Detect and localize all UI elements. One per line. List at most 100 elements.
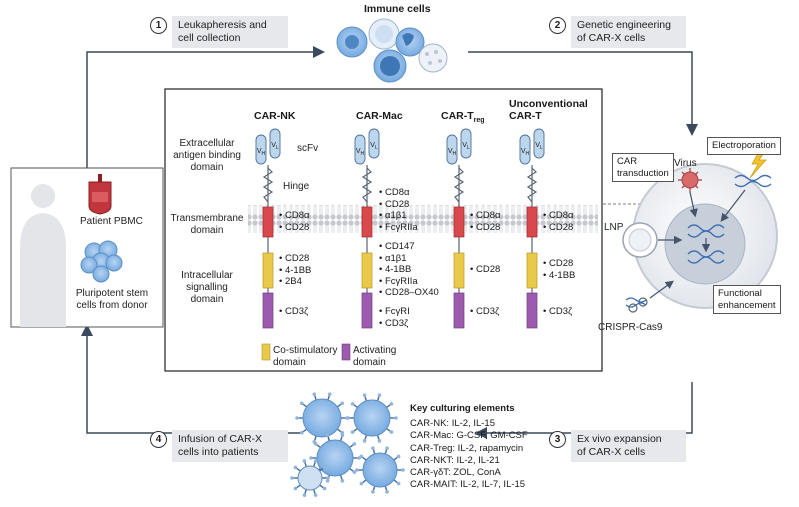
- car-treg-tm-1: CD8α: [470, 210, 501, 222]
- row-intracellular-line-2: signalling: [186, 282, 228, 293]
- unconv-act-1: CD3ζ: [543, 306, 572, 318]
- car-receptor-head: [355, 468, 359, 472]
- car-receptor-head: [299, 401, 304, 406]
- unconv-tm-list: CD8α CD28: [543, 210, 574, 234]
- car-receptor-head: [340, 433, 345, 437]
- step-1-number: 1: [150, 17, 167, 34]
- stem-cells-line-1: Pluripotent stem: [75, 288, 149, 299]
- car-mac-header: CAR-Mac: [356, 110, 403, 122]
- unconv-act-domain: [526, 292, 538, 329]
- car-treg-name: CAR-T: [441, 110, 474, 122]
- car-receptor-head: [326, 476, 330, 480]
- nk-vl-letter: VL: [271, 142, 279, 151]
- unconv-hinge: [526, 167, 538, 203]
- car-treg-tm-2: CD28: [470, 222, 500, 234]
- row-transmembrane-line-1: Transmembrane: [170, 213, 244, 224]
- car-receptor-head: [389, 430, 394, 434]
- culturing-item-1: CAR-NK: IL-2, IL-15: [410, 418, 495, 429]
- unconv-vh-letter: VH: [521, 148, 530, 157]
- nk-tm-domain: [262, 206, 274, 238]
- stem-cells-label: Pluripotent stem cells from donor: [68, 288, 156, 312]
- treg-act-domain: [453, 292, 465, 329]
- car-nk-costim-list: CD28 4-1BB 2B4: [279, 253, 311, 288]
- car-receptor-head: [290, 476, 294, 480]
- car-receptor-head: [371, 490, 375, 494]
- car-receptor-head: [385, 446, 389, 450]
- nk-hinge: [262, 167, 274, 203]
- unconv-tm-2: CD28: [543, 222, 573, 234]
- mac-vl-letter: VL: [370, 142, 378, 151]
- mac-costim-domain: [361, 252, 373, 289]
- row-intracellular-line-1: Intracellular: [181, 270, 233, 281]
- virus-label: Virus: [674, 158, 697, 169]
- step-1-box: Leukapheresis and cell collection: [172, 16, 288, 48]
- car-mac-costim-3: 4-1BB: [379, 264, 439, 276]
- treg-vl-letter: VL: [462, 142, 470, 151]
- immune-cells-illustration: [336, 18, 448, 83]
- stem-cells-line-2: cells from donor: [76, 300, 148, 311]
- car-receptor-head: [313, 493, 318, 497]
- car-receptor-head: [350, 430, 355, 434]
- treg-vh-letter: VH: [448, 148, 457, 157]
- mac-vh-domain: [354, 134, 366, 165]
- car-treg-header: CAR-Treg: [441, 110, 485, 127]
- car-x-cell: [297, 465, 323, 491]
- electroporation-box: Electroporation: [707, 137, 781, 155]
- car-mac-tm-4: FcγRIIa: [379, 222, 418, 234]
- car-receptor-head: [327, 392, 332, 397]
- car-receptor-head: [377, 393, 382, 397]
- treg-vl-domain: [460, 128, 472, 159]
- car-receptor-head: [322, 465, 327, 470]
- car-treg-sub: reg: [473, 117, 485, 125]
- unconv-vl-domain: [533, 128, 545, 159]
- unconv-costim-2: 4-1BB: [543, 270, 575, 282]
- unconv-vh-domain: [519, 134, 531, 165]
- legend-costim-swatch: [261, 343, 271, 361]
- car-receptor-head: [325, 433, 330, 437]
- culturing-item-3: CAR-Treg: IL-2, rapamycin: [410, 442, 524, 454]
- car-mac-act-1: FcγRI: [379, 306, 410, 318]
- car-x-cell: [362, 452, 398, 488]
- expanded-car-cells: [290, 392, 405, 497]
- legend-costim-label: Co-stimulatory domain: [273, 345, 337, 369]
- culturing-item-5: CAR-γδT: ZOL, ConA: [410, 467, 501, 479]
- car-transduction-box: CAR transduction: [612, 153, 674, 182]
- treg-hinge: [453, 167, 465, 203]
- car-receptor-head: [359, 481, 364, 486]
- car-receptor-head: [299, 430, 304, 435]
- car-receptor-head: [302, 459, 307, 463]
- car-nk-costim-2: 4-1BB: [279, 265, 311, 277]
- crispr-label: CRISPR-Cas9: [598, 322, 663, 333]
- row-extracellular-line-1: Extracellular: [179, 138, 235, 149]
- mac-hinge: [361, 167, 373, 203]
- car-treg-costim-1: CD28: [470, 264, 500, 276]
- car-mac-costim-5: CD28–OX40: [379, 287, 439, 299]
- unconv-costim-domain: [526, 252, 538, 289]
- legend-activating-label: Activating domain: [353, 345, 396, 369]
- culturing-item-2: CAR-Mac: G-CSF, GM-CSF: [410, 430, 528, 442]
- row-transmembrane-line-2: domain: [190, 225, 224, 236]
- car-receptor-head: [362, 439, 367, 443]
- car-receptor-head: [340, 401, 345, 406]
- mac-tm-domain: [361, 206, 373, 238]
- mac-vl-domain: [368, 128, 380, 159]
- car-transduction-line-1: CAR: [617, 156, 638, 167]
- car-x-cell: [302, 398, 342, 438]
- immune-cells-title: Immune cells: [364, 3, 431, 15]
- step-3-number: 3: [549, 431, 566, 448]
- car-receptor-head: [396, 481, 401, 486]
- functional-line-1: Functional: [718, 288, 762, 299]
- car-receptor-head: [377, 439, 382, 443]
- car-mac-tm-3: α1β1: [379, 210, 418, 222]
- car-mac-tm-list: CD8α CD28 α1β1 FcγRIIa: [379, 187, 418, 233]
- car-receptor-head: [346, 416, 350, 420]
- legend-costim-line-1: Co-stimulatory: [273, 345, 338, 356]
- car-nk-header: CAR-NK: [254, 110, 296, 122]
- nk-vh-domain: [255, 134, 267, 165]
- car-receptor-head: [401, 468, 405, 472]
- car-treg-tm-list: CD8α CD28: [470, 210, 501, 234]
- step-2-number: 2: [549, 17, 566, 34]
- patient-pbmc-label: Patient PBMC: [80, 216, 143, 227]
- car-nk-tm-2: CD28: [279, 222, 309, 234]
